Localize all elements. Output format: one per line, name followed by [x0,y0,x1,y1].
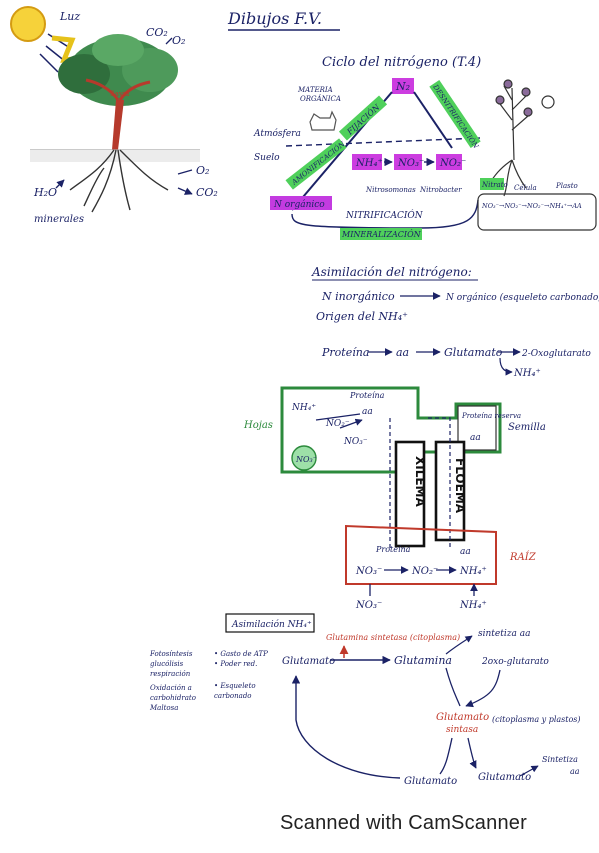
mid-2: • Poder red. [214,660,257,668]
oxoglutarato: 2oxo-glutarato [481,657,549,667]
o2-top: O₂ [172,34,185,47]
atmosfera-label: Atmósfera [253,128,301,139]
glutamine-cycle: Asimilación NH₄⁺ Fotosíntesis glucólisis… [149,613,581,787]
assim-line3-d: 2-Oxoglutarato [521,349,591,359]
leaf-proteina: Proteína [349,391,385,400]
aa-bottom: aa [570,767,580,776]
assim-line2: Origen del NH₄⁺ [316,310,408,323]
assim-title: Asimilación del nitrógeno: [311,265,472,279]
materia-label: MATERIA [297,86,333,94]
organica-label: ORGÁNICA [300,94,341,103]
chloroplast-icon [291,445,317,471]
citoplasma-plastos: (citoplasma y plastos) [492,715,581,724]
leaf-aa: aa [362,407,373,417]
glutamato-bottom: Glutamato [404,776,457,787]
cell-chain: NO₃⁻→NO₂⁻→NO₂⁻→NH₄⁺→AA [481,202,582,210]
mid-4: carbonado [214,692,252,700]
left-4: Oxidación a [150,684,192,692]
o2-right: O₂ [196,164,209,177]
assim-line1-left: N inorgánico [321,290,395,303]
savia-label: Savia [110,90,129,98]
leaf-no2: NO₂⁻ [325,419,350,429]
left-3: respiración [150,670,191,678]
root-no3: NO₃⁻ [355,566,382,577]
sintetiza-aa: sintetiza aa [478,629,530,639]
tree-drawing: Luz CO₂ O₂ Savia O₂ CO₂ H₂O minerales [10,6,218,225]
leaf-no3-circle: NO₃⁻ [295,455,317,464]
n-organico-label: N orgánico [273,199,325,210]
luz-label: Luz [59,10,80,23]
camscanner-watermark: Scanned with CamScanner [280,812,527,834]
semilla-label: Semilla [508,422,546,433]
assim-line1-right: N orgánico (esqueleto carbonado) [445,292,599,303]
mid-3: • Esqueleto [214,682,256,690]
left-6: Maltosa [149,704,178,712]
nitrogen-cycle: Ciclo del nitrógeno (T.4) N₂ MATERIA ORG… [253,55,597,240]
minerales-label: minerales [34,214,84,225]
nh4-badge: NH₄⁺ [355,158,383,169]
n2-badge: N₂ [395,80,410,93]
co2-right: CO₂ [196,186,218,199]
no3-badge: NO₃⁻ [397,158,424,169]
left-2: glucólisis [150,660,184,668]
desnitrificacion-label: DESNITRIFICACIÓN [431,82,482,151]
sintetasa-label: Glutamina sintetasa (citoplasma) [326,633,460,642]
assim-line3-c: Glutamato [444,346,503,359]
glutamato-right: Glutamato [478,772,531,783]
left-1: Fotosíntesis [149,650,193,658]
animal-icon [309,110,337,131]
assim-line3-b: aa [396,346,409,359]
h2o-label: H₂O [33,186,57,199]
assimilation-notes: Asimilación del nitrógeno: N inorgánico … [311,265,599,379]
root-nh4: NH₄⁺ [459,566,487,577]
mineralizacion-label: MINERALIZACIÓN [341,230,422,239]
plant-icon [487,79,555,197]
xilema-label: XILEMA [413,456,427,508]
nitrosomonas-label: Nitrosomonas [365,186,416,194]
assim-line3-a: Proteína [321,346,369,359]
cycle-title: Ciclo del nitrógeno (T.4) [322,55,481,70]
nitrato-label: Nitrato [481,181,508,189]
nitrobacter-label: Nitrobacter [419,186,462,194]
assim-box: Asimilación NH₄⁺ [231,619,312,630]
root-proteina: Proteína [375,545,411,554]
left-5: carbohidrato [150,694,196,702]
soil-nh4: NH₄⁺ [459,600,487,611]
root-no2: NO₂⁻ [411,566,438,577]
soil-no3: NO₃⁻ [355,600,382,611]
assim-line3-e: NH₄⁺ [513,368,541,379]
no2-badge: NO₂⁻ [439,158,466,169]
hojas-label: Hojas [243,420,273,431]
sintetiza-bottom: Sintetiza [542,755,578,764]
protein-reserva: Proteína reserva [461,412,521,420]
plasto-label: Plasto [555,182,578,190]
suelo-label: Suelo [254,153,280,163]
floema-label: FLOEMA [453,458,467,514]
glutamina-mid: Glutamina [394,654,452,667]
leaf-no3: NO₃⁻ [343,437,368,447]
leaf-nh4: NH₄⁺ [291,403,316,413]
raiz-label: RAÍZ [509,551,537,563]
tree-roots [69,149,169,213]
seed-aa: aa [470,433,481,443]
glutamato-sintasa: Glutamato [436,712,489,723]
celula-label: Célula [514,184,537,192]
mid-1: • Gasto de ATP [214,650,268,658]
page-title: Dibujos F.V. [227,9,322,28]
sun-icon [10,6,85,73]
fijacion-label: FIJACIÓN [345,102,383,137]
plant-transport-diagram: Hojas Semilla NH₄⁺ NO₂⁻ NO₃⁻ Proteína aa… [243,386,546,611]
sintasa-word: sintasa [446,725,478,735]
glutamato-left: Glutamato [282,656,335,667]
root-aa: aa [460,547,471,557]
co2-top: CO₂ [146,26,168,39]
nitrificacion-label: NITRIFICACIÓN [345,209,424,221]
